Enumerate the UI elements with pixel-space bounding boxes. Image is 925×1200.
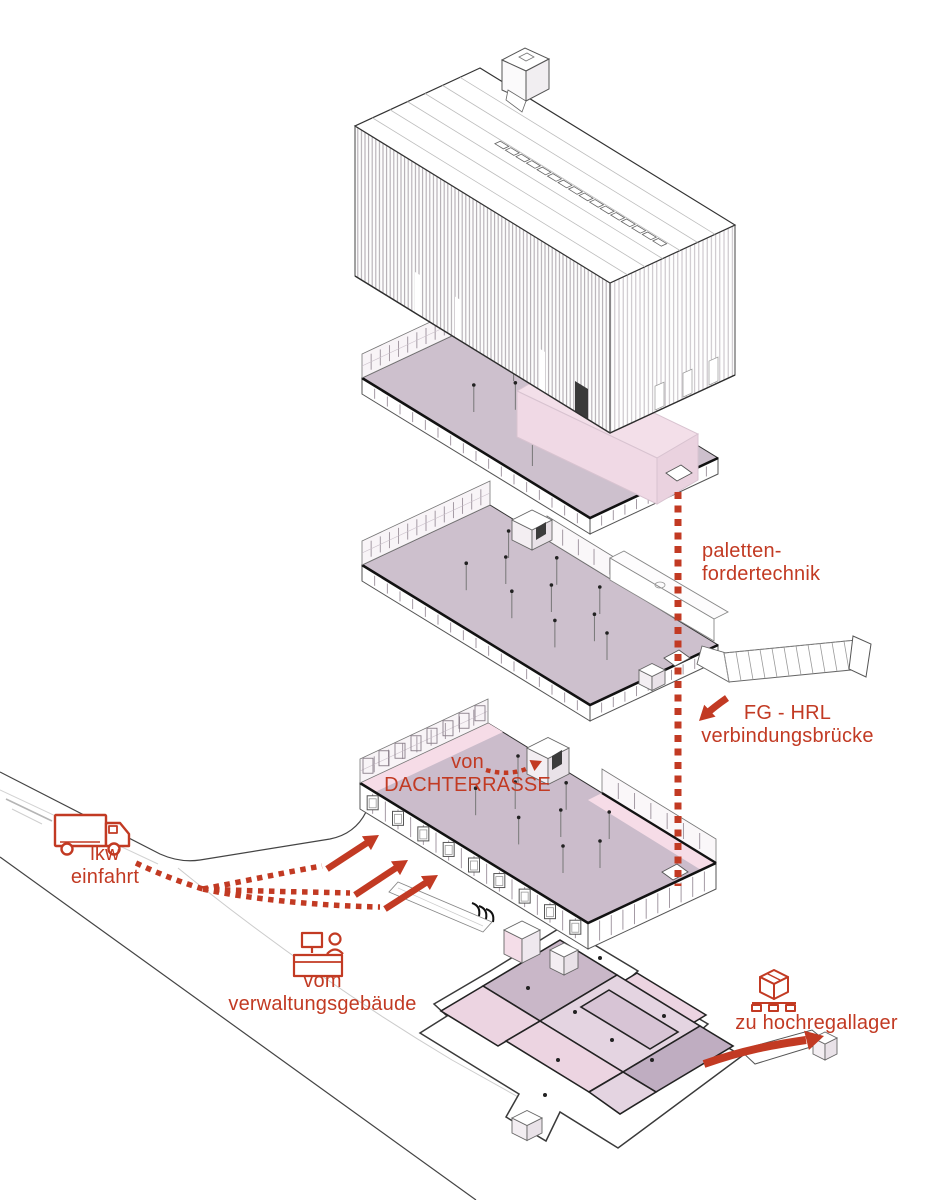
label-hochregallager: zu hochregallager <box>714 1012 919 1035</box>
label-dachterrasse: von DACHTERRASSE <box>375 751 560 797</box>
label-paletten-fordertechnik: paletten- fordertechnik <box>702 540 820 586</box>
label-verwaltungsgebaeude: vom verwaltungsgebäude <box>210 970 435 1016</box>
truck-icon <box>53 813 131 856</box>
label-text: zu hochregallager <box>735 1012 898 1034</box>
desk-icon <box>292 931 344 978</box>
label-lkw-einfahrt: lkw einfahrt <box>30 843 180 889</box>
floor-plate-ground-plan <box>418 920 839 1149</box>
label-text: von <box>451 751 484 773</box>
label-text: verwaltungsgebäude <box>228 993 417 1015</box>
label-text: einfahrt <box>70 866 140 888</box>
access-road <box>0 771 521 1200</box>
label-text: verbindungsbrücke <box>701 725 874 747</box>
label-verbindungsbruecke: FG - HRL verbindungsbrücke <box>690 702 885 748</box>
floor-plate-loading-level <box>358 698 718 950</box>
floor-plate-level-2 <box>360 480 872 722</box>
label-text: paletten- <box>702 540 782 562</box>
label-text: DACHTERRASSE <box>384 774 551 796</box>
pallet-icon <box>751 969 796 1012</box>
label-text: fordertechnik <box>702 563 821 585</box>
warehouse-facade-volume <box>353 47 737 434</box>
red-annotation-layer <box>134 492 824 1068</box>
label-text: vom <box>303 970 342 992</box>
label-text: FG - HRL <box>743 702 832 724</box>
label-text: lkw <box>90 843 120 865</box>
